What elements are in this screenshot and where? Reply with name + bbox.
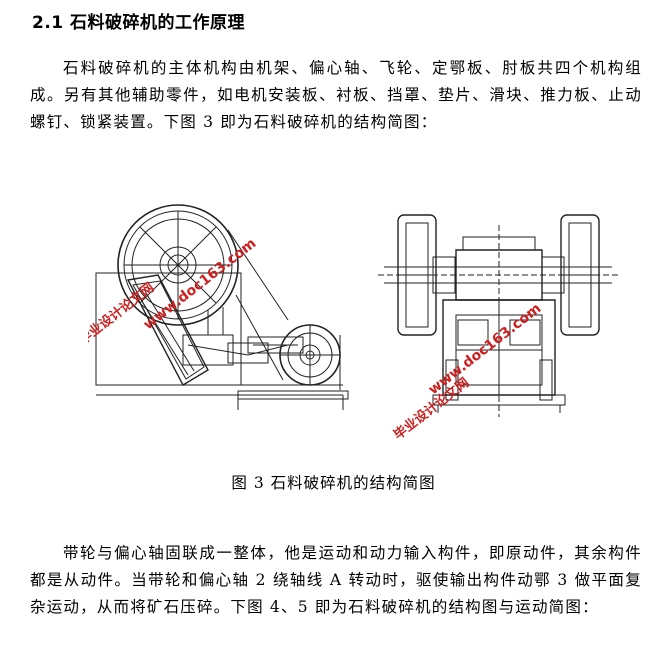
intro-paragraph: 石料破碎机的主体机构由机架、偏心轴、飞轮、定鄂板、肘板共四个机构组成。另有其他辅… [30, 59, 642, 131]
crusher-structure-figure: www.doc163.com 毕业设计论文网 www.doc163.com 毕业… [76, 195, 628, 445]
figure-caption: 图 3 石料破碎机的结构简图 [231, 474, 436, 492]
side-view-drawing [96, 205, 348, 410]
front-view-drawing [378, 215, 618, 417]
crusher-drawing: www.doc163.com 毕业设计论文网 www.doc163.com 毕业… [76, 195, 628, 443]
motion-paragraph: 带轮与偏心轴固联成一整体，他是运动和动力输入构件，即原动件，其余构件都是从动件。… [30, 544, 642, 616]
section-heading: 2.1 石料破碎机的工作原理 [32, 13, 246, 33]
